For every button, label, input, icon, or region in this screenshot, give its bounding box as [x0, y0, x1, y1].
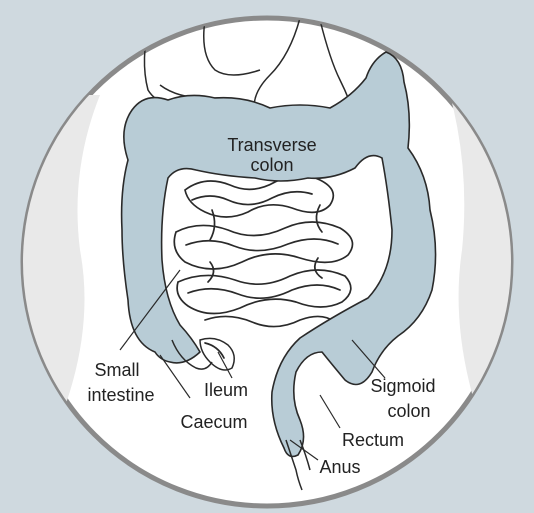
label-rectum: Rectum	[342, 430, 404, 450]
label-caecum: Caecum	[180, 412, 247, 432]
label-anus: Anus	[319, 457, 360, 477]
label-sigmoid-colon-1: Sigmoid	[370, 376, 435, 396]
label-small-intestine-2: intestine	[87, 385, 154, 405]
label-small-intestine-1: Small	[94, 360, 139, 380]
label-ileum: Ileum	[204, 380, 248, 400]
label-sigmoid-colon-2: colon	[387, 401, 430, 421]
label-transverse-colon-1: Transverse	[227, 135, 316, 155]
label-transverse-colon-2: colon	[250, 155, 293, 175]
